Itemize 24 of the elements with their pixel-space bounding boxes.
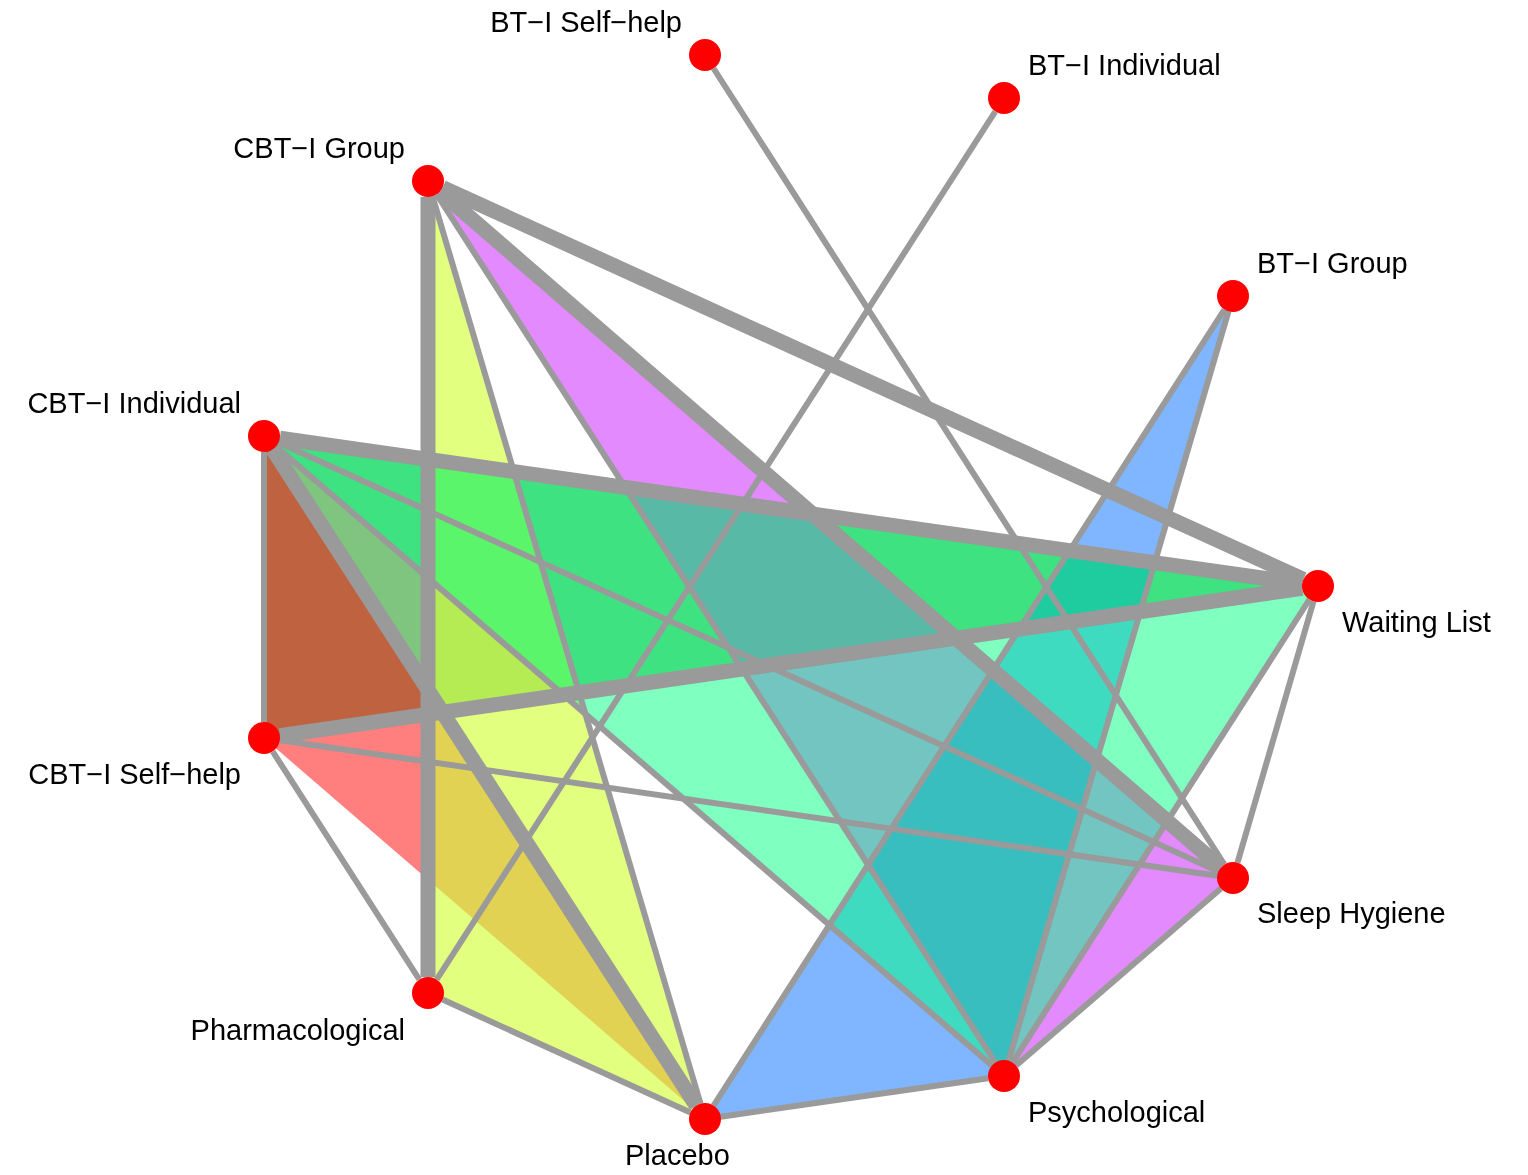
node-label: Pharmacological (190, 1013, 405, 1047)
node-label: BT−I Group (1257, 246, 1408, 280)
node-label: CBT−I Group (233, 131, 405, 165)
network-edge (270, 749, 422, 982)
node-label: CBT−I Self−help (28, 757, 241, 791)
network-edge (1014, 886, 1223, 1068)
node-label: BT−I Self−help (490, 5, 682, 39)
network-edge (1005, 310, 1232, 1062)
network-edge (261, 452, 267, 722)
node-label: Sleep Hygiene (1257, 896, 1446, 930)
network-edge (434, 192, 998, 1065)
network-edge (720, 1075, 989, 1120)
node-label: BT−I Individual (1028, 48, 1221, 82)
network-edge (1010, 597, 1312, 1065)
network-edge (1234, 600, 1317, 864)
node-label: Psychological (1028, 1095, 1206, 1129)
network-edge (420, 197, 436, 977)
network-edge (711, 66, 1227, 867)
network-edge (279, 737, 1218, 879)
network-edge (434, 109, 998, 982)
node-label: CBT−I Individual (27, 386, 241, 420)
node-label: Waiting List (1342, 605, 1491, 639)
node-label: Placebo (625, 1138, 730, 1172)
network-edge (441, 996, 692, 1116)
